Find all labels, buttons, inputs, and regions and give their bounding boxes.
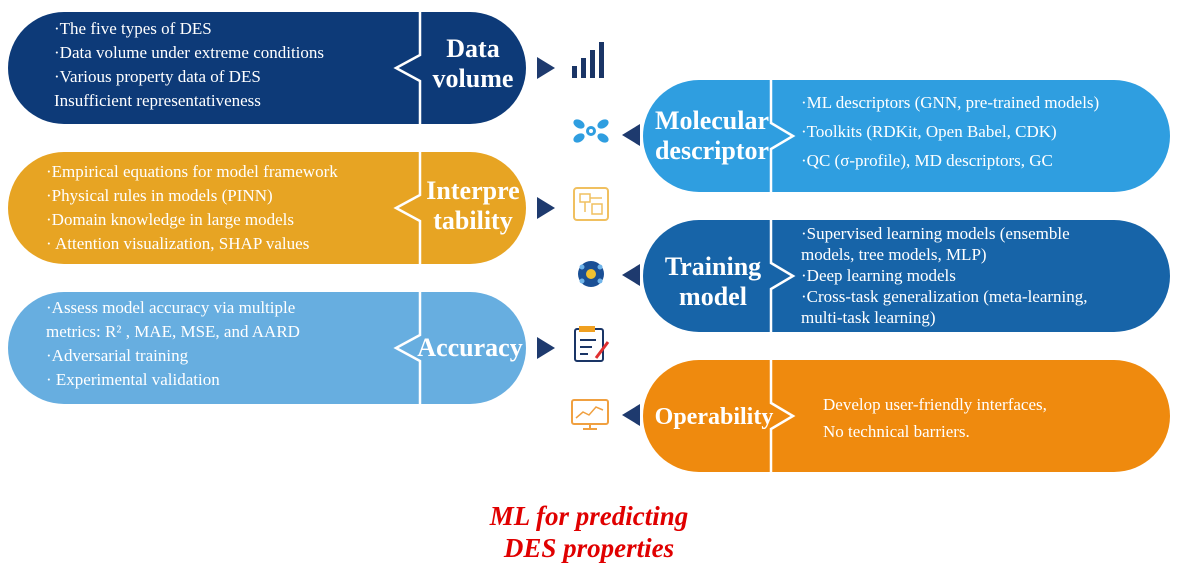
- neural-network-icon: [578, 261, 604, 287]
- diagram-caption: ML for predicting DES properties: [430, 500, 748, 564]
- monitor-chart-icon: [571, 399, 609, 430]
- chevron-divider: [769, 360, 796, 472]
- data-volume-item: ·Various property data of DES: [54, 67, 261, 86]
- training-model-item: ·Deep learning models: [801, 266, 956, 285]
- training-model-item: multi-task learning): [801, 308, 936, 327]
- caption-line2: DES properties: [503, 533, 675, 563]
- interpretability-title-line2: tability: [433, 206, 513, 235]
- data-volume-item: Insufficient representativeness: [54, 91, 261, 110]
- accuracy-item: ·Adversarial training: [46, 346, 189, 365]
- molecular-descriptor-title-line2: descriptor: [654, 136, 770, 165]
- molecular-descriptor-title-line1: Molecular: [654, 106, 770, 135]
- data-volume-item: ·Data volume under extreme conditions: [54, 43, 325, 62]
- chevron-divider: [393, 292, 422, 404]
- accuracy-item: metrics: R² , MAE, MSE, and AARD: [46, 322, 300, 341]
- molecular-descriptor-item: ·Toolkits (RDKit, Open Babel, CDK): [801, 122, 1057, 141]
- chevron-divider: [769, 80, 796, 192]
- molecular-descriptor-item: ·QC (σ-profile), MD descriptors, GC: [801, 151, 1053, 170]
- arrow-right-icon: [537, 197, 555, 219]
- training-model-title-line1: Training: [664, 252, 762, 281]
- molecule-icon: [573, 119, 609, 143]
- training-model-title-line2: model: [679, 282, 747, 311]
- checklist-icon: [574, 326, 610, 362]
- chevron-divider: [769, 220, 796, 332]
- arrow-left-icon: [622, 404, 640, 426]
- training-model-panel: Training model ·Supervised learning mode…: [643, 220, 1170, 332]
- arrow-right-icon: [537, 337, 555, 359]
- interpretability-item: ·Domain knowledge in large models: [46, 210, 295, 229]
- interpretability-item: · Attention visualization, SHAP values: [46, 234, 310, 253]
- bar-chart-icon: [572, 42, 604, 78]
- operability-item: No technical barriers.: [823, 422, 970, 441]
- accuracy-title: Accuracy: [417, 333, 523, 362]
- operability-panel: Operability Develop user-friendly interf…: [643, 360, 1170, 472]
- accuracy-item: ·Assess model accuracy via multiple: [46, 298, 296, 317]
- training-model-item: ·Cross-task generalization (meta-learnin…: [801, 287, 1088, 306]
- arrow-left-icon: [622, 124, 640, 146]
- data-volume-panel: ·The five types of DES ·Data volume unde…: [8, 12, 526, 124]
- interpretability-panel: ·Empirical equations for model framework…: [8, 152, 526, 264]
- operability-item: Develop user-friendly interfaces,: [823, 395, 1047, 414]
- training-model-item: ·Supervised learning models (ensemble: [801, 224, 1070, 243]
- data-volume-item: ·The five types of DES: [54, 19, 212, 38]
- data-volume-title-line1: Data: [446, 34, 500, 63]
- data-volume-title-line2: volume: [432, 64, 514, 93]
- accuracy-item: · Experimental validation: [46, 370, 220, 389]
- chevron-divider: [393, 152, 422, 264]
- arrow-right-icon: [537, 57, 555, 79]
- interpretability-title-line1: Interpre: [426, 176, 520, 205]
- molecular-descriptor-item: ·ML descriptors (GNN, pre-trained models…: [801, 93, 1100, 112]
- operability-title: Operability: [654, 404, 774, 430]
- interpretability-item: ·Empirical equations for model framework: [46, 162, 338, 181]
- circuit-board-icon: [573, 187, 609, 221]
- accuracy-panel: ·Assess model accuracy via multiple metr…: [8, 292, 526, 404]
- molecular-descriptor-panel: Molecular descriptor ·ML descriptors (GN…: [643, 80, 1170, 192]
- chevron-divider: [393, 12, 422, 124]
- caption-line1: ML for predicting: [489, 501, 689, 531]
- interpretability-item: ·Physical rules in models (PINN): [46, 186, 273, 205]
- arrow-left-icon: [622, 264, 640, 286]
- training-model-item: models, tree models, MLP): [801, 245, 987, 264]
